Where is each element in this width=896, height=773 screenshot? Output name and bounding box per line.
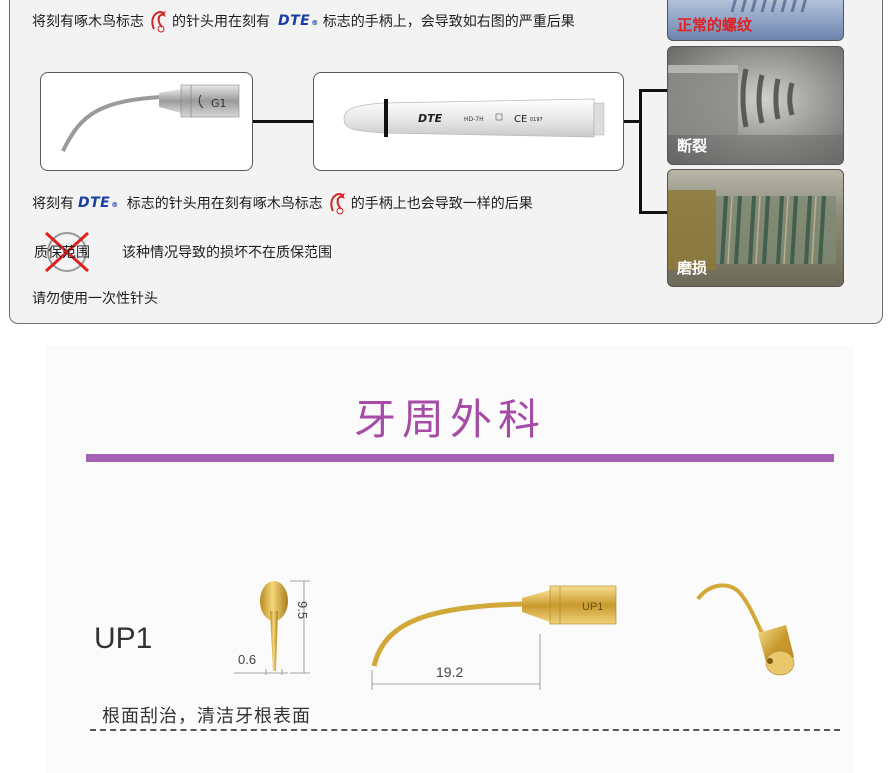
warranty-note: 该种情况导致的损坏不在质保范围 (122, 245, 332, 261)
worn-label: 磨损 (677, 259, 708, 277)
woodpecker-logo-2 (330, 192, 345, 215)
dte-logo-2: DTE® (78, 195, 119, 211)
dte-logo: DTE® (278, 13, 319, 29)
normal-thread-label: 正常的螺纹 (677, 16, 753, 34)
warning-panel: 将刻有啄木鸟标志 的针头用在刻有 DTE® 标志的手柄上，会导致如右图的严重后果… (9, 0, 883, 324)
warning-line-1: 将刻有啄木鸟标志 的针头用在刻有 DTE® 标志的手柄上，会导致如右图的严重后果 (32, 9, 575, 33)
model-name: UP1 (94, 622, 153, 655)
ce-mark: CE (514, 114, 527, 125)
handpiece-image: DTE HD-7H CE 0197 (343, 98, 605, 138)
woodpecker-tip-box: G1 (40, 72, 253, 171)
connector-line-right (624, 120, 640, 123)
tip-side-view: UP1 (371, 585, 617, 690)
warning-line-1-part2: 的针头用在刻有 (172, 14, 270, 30)
broken-thread-photo: 断裂 (667, 46, 844, 165)
single-use-note: 请勿使用一次性针头 (32, 291, 158, 307)
dte-handpiece-box: DTE HD-7H CE 0197 (313, 72, 624, 171)
tip-description: 根面刮治，清洁牙根表面 (102, 706, 311, 727)
tip-angled-view (696, 583, 795, 676)
dim-diameter: 0.6 (238, 652, 257, 667)
handpiece-brand: DTE (418, 112, 443, 125)
handpiece-model: HD-7H (464, 116, 484, 123)
scaler-tip-image: G1 (61, 84, 240, 152)
connector-bracket (639, 89, 642, 213)
warning-line-1-part1: 将刻有啄木鸟标志 (32, 14, 144, 30)
connector-branch-bottom (639, 211, 667, 214)
connector-line (253, 120, 313, 123)
warning-line-2-part3: 的手柄上也会导致一样的后果 (350, 196, 533, 212)
warranty-stamp-text: 质保范围 (34, 245, 90, 261)
broken-thread-texture (668, 65, 843, 164)
dashed-separator (90, 729, 840, 731)
section-title: 牙周外科 (353, 395, 546, 444)
title-divider (86, 454, 834, 462)
periodontal-section: 牙周外科 UP1 9.5 0.6 UP1 19 (46, 346, 854, 773)
connector-branch-top (639, 89, 667, 92)
warranty-stamp: 质保范围 (32, 227, 102, 277)
tip-marking: G1 (211, 97, 227, 110)
worn-thread-texture (668, 190, 836, 270)
tip-front-view (234, 580, 310, 675)
no-warranty-icon (44, 231, 90, 273)
warning-line-2: 将刻有 DTE® 标志的针头用在刻有啄木鸟标志 的手柄上也会导致一样的后果 (32, 191, 533, 215)
normal-thread-photo: 正常的螺纹 (667, 0, 844, 41)
warning-line-1-part3: 标志的手柄上，会导致如右图的严重后果 (322, 14, 575, 30)
woodpecker-logo (151, 10, 166, 33)
warning-line-2-part2: 标志的针头用在刻有啄木鸟标志 (126, 196, 323, 212)
worn-thread-photo: 磨损 (667, 169, 844, 287)
broken-label: 断裂 (677, 137, 708, 155)
thread-texture (730, 0, 807, 13)
ce-number: 0197 (530, 117, 543, 123)
dim-height: 9.5 (295, 601, 310, 620)
dim-length: 19.2 (436, 664, 464, 680)
warning-line-2-part1: 将刻有 (32, 196, 74, 212)
tip-side-marking: UP1 (582, 601, 603, 613)
